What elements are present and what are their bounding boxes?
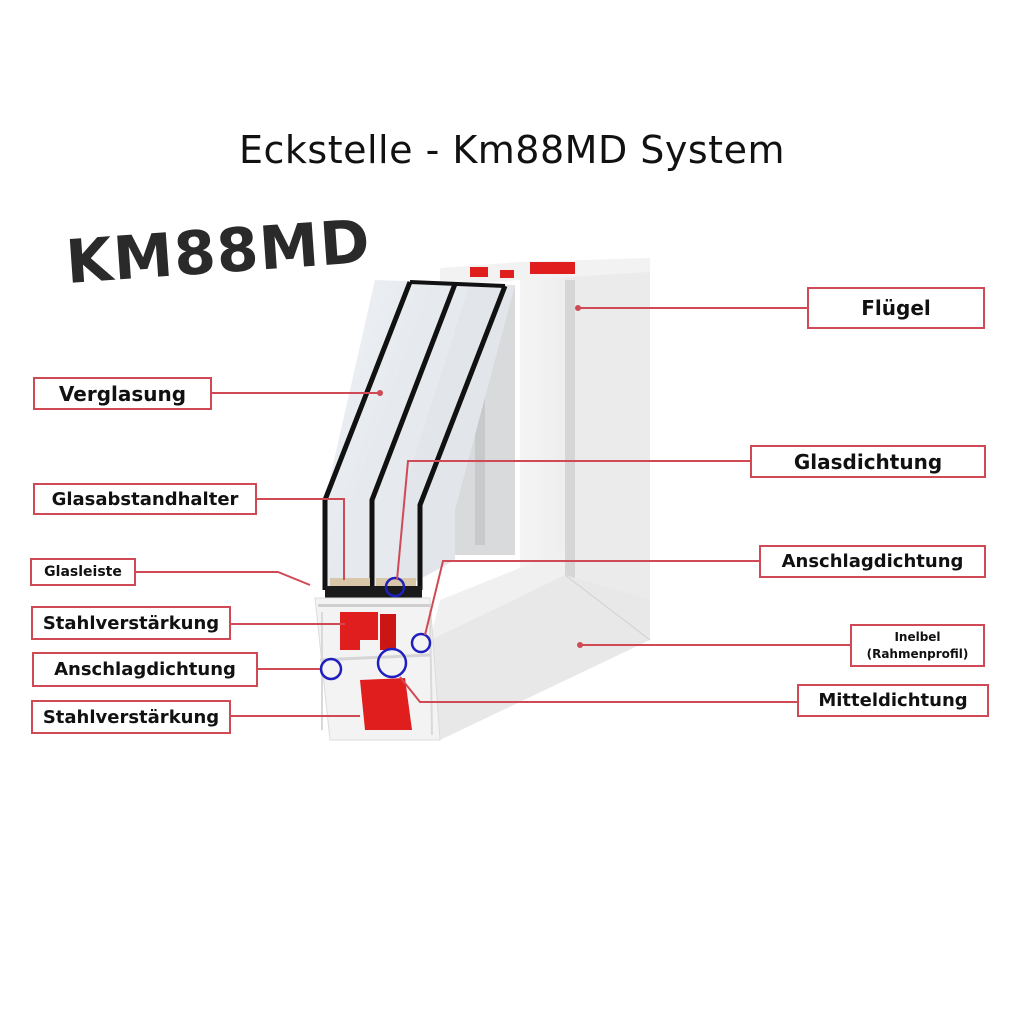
label-glasdichtung: Glasdichtung (750, 445, 986, 478)
label-verglasung-text: Verglasung (58, 381, 187, 406)
leader-glasabstandhalter (257, 498, 345, 580)
stop-seal-left-marker (319, 657, 343, 681)
label-rahmenprofil-text: (Rahmenprofil) (866, 646, 969, 661)
label-anschlagdichtung-left: Anschlagdichtung (32, 652, 258, 687)
label-stahlverstaerkung-top-text: Stahlverstärkung (42, 612, 220, 634)
glass-pane-3-edge (417, 285, 508, 590)
label-glasleiste-text: Glasleiste (44, 564, 122, 580)
label-inelbel-text: Inelbel (894, 629, 941, 644)
steel-reinforcement-top-cut-2 (530, 262, 575, 274)
seal-markers (319, 576, 432, 681)
glass-pane-2-edge (369, 283, 458, 590)
triple-glazing (322, 280, 515, 600)
label-anschlagdichtung-left-text: Anschlagdichtung (54, 659, 236, 680)
stop-seal-right-marker (410, 632, 432, 654)
leader-lines (135, 307, 852, 717)
frame-bottom-profile (430, 550, 651, 740)
label-fluegel-text: Flügel (861, 296, 931, 320)
label-stahlverstaerkung-bottom-text: Stahlverstärkung (42, 706, 220, 728)
label-mitteldichtung: Mitteldichtung (797, 684, 989, 717)
leader-anschlagdichtung-right (424, 560, 760, 636)
label-inelbel-rahmenprofil: Inelbel (Rahmenprofil) (850, 624, 985, 667)
label-glasabstandhalter-text: Glasabstandhalter (51, 488, 239, 510)
top-section-cut (440, 258, 650, 286)
label-mitteldichtung-text: Mitteldichtung (818, 690, 968, 711)
label-glasleiste: Glasleiste (30, 558, 136, 586)
profile-cross-section (314, 597, 441, 741)
center-seal-marker (376, 647, 408, 679)
steel-reinforcement-top-cut-1 (470, 267, 488, 277)
label-stahlverstaerkung-top: Stahlverstärkung (31, 606, 231, 640)
label-verglasung: Verglasung (33, 377, 212, 410)
leader-mitteldichtung (399, 676, 798, 703)
label-stahlverstaerkung-bottom: Stahlverstärkung (31, 700, 231, 734)
steel-reinforcement-lower (360, 678, 412, 730)
leader-glasdichtung (396, 460, 752, 581)
steel-reinforcement-upper (340, 612, 378, 650)
label-glasabstandhalter: Glasabstandhalter (33, 483, 257, 515)
glass-seal-marker (384, 576, 406, 598)
label-anschlagdichtung-right-text: Anschlagdichtung (781, 551, 964, 572)
label-anschlagdichtung-right: Anschlagdichtung (759, 545, 986, 578)
leader-glasleiste (135, 571, 311, 586)
leader-endpoints (377, 305, 583, 648)
label-fluegel: Flügel (807, 287, 985, 329)
label-glasdichtung-text: Glasdichtung (793, 449, 943, 474)
diagram-title: Eckstelle - Km88MD System (239, 128, 785, 172)
